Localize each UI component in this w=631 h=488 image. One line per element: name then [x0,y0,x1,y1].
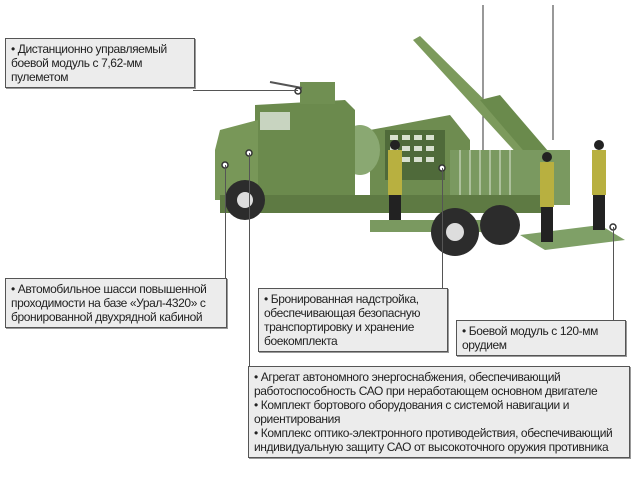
cab-window [260,112,290,130]
callout-text: • Автомобильное шасси повышенной проходи… [11,282,207,324]
leader-line [249,153,250,366]
callout-text: • Бронированная надстройка, обеспечивающ… [264,292,421,348]
callout-armored-superstructure: • Бронированная надстройка, обеспечивающ… [258,288,448,352]
callout-weapon-module: • Дистанционно управляемый боевой модуль… [5,38,195,88]
leader-line [225,165,226,278]
callout-text: • Комплект бортового оборудования с сист… [254,398,570,426]
leader-line [442,168,443,288]
crew [388,140,606,242]
leader-line [613,227,614,320]
machine-gun [269,81,303,89]
leader-line [193,90,298,91]
callout-combat-module: • Боевой модуль с 120-мм орудием [456,320,626,356]
crew-platform [520,225,625,250]
callout-text: • Дистанционно управляемый боевой модуль… [11,42,167,84]
railing [459,150,511,200]
callout-equipment: • Агрегат автономного энергоснабжения, о… [248,366,630,458]
callout-text: • Комплекс оптико-электронного противоде… [254,426,613,454]
wheels [225,180,520,256]
remote-weapon-module [300,82,335,104]
chassis-frame [220,195,550,213]
callout-chassis: • Автомобильное шасси повышенной проходи… [5,278,227,328]
callout-text: • Агрегат автономного энергоснабжения, о… [254,370,598,398]
callout-text: • Боевой модуль с 120-мм орудием [462,324,598,352]
